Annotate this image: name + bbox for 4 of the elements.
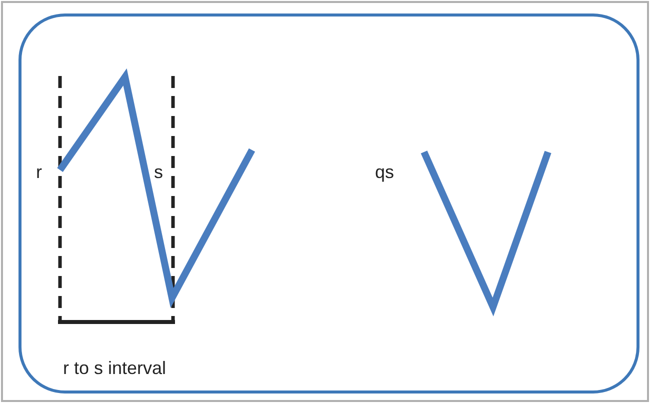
interval-label: r to s interval [63, 358, 166, 378]
waveform-label: qs [375, 162, 394, 182]
waveform-label: s [154, 162, 163, 182]
waveform-label: r [36, 162, 42, 182]
